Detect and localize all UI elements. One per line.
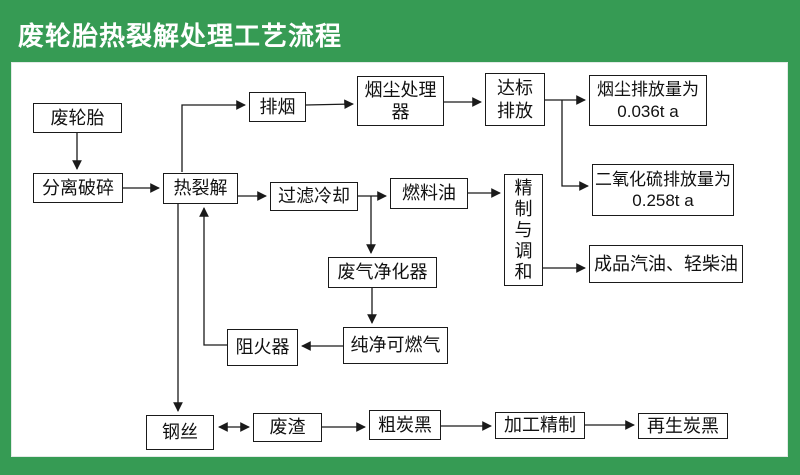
- node-filter-cooling: 过滤冷却: [270, 182, 358, 211]
- node-dust-processor-line2: 器: [391, 102, 410, 122]
- node-pyrolysis: 热裂解: [163, 173, 238, 204]
- node-waste-tire: 废轮胎: [33, 103, 122, 133]
- page-title: 废轮胎热裂解处理工艺流程: [18, 21, 343, 51]
- node-refine-blend-label: 精制与调和: [514, 177, 533, 282]
- node-standard-discharge-line1: 达标: [497, 78, 533, 98]
- node-regen-carbon-black: 再生炭黑: [638, 413, 728, 439]
- node-dust-emission-value: 0.036t a: [617, 101, 679, 121]
- node-so2-emission-label: 二氧化硫排放量为: [595, 169, 731, 189]
- node-crude-carbon-black: 粗炭黑: [369, 410, 441, 440]
- node-so2-emission: 二氧化硫排放量为 0.258t a: [592, 164, 734, 216]
- node-dust-emission: 烟尘排放量为 0.036t a: [589, 75, 707, 126]
- node-steel-wire: 钢丝: [146, 415, 214, 450]
- node-flame-arrester: 阻火器: [227, 329, 298, 366]
- node-waste-residue: 废渣: [253, 413, 322, 442]
- node-gas-purifier: 废气净化器: [328, 257, 437, 288]
- node-dust-emission-label: 烟尘排放量为: [597, 80, 699, 100]
- node-so2-emission-value: 0.258t a: [632, 191, 694, 210]
- node-standard-discharge-line2: 排放: [497, 100, 533, 121]
- node-separate-crush: 分离破碎: [33, 173, 123, 203]
- node-pure-gas: 纯净可燃气: [343, 327, 448, 364]
- node-process-refine: 加工精制: [495, 412, 585, 439]
- node-dust-processor: 烟尘处理 器: [357, 76, 444, 126]
- node-finished-oil: 成品汽油、轻柴油: [589, 245, 743, 283]
- node-refine-blend: 精制与调和: [504, 174, 543, 286]
- node-dust-processor-line1: 烟尘处理: [364, 79, 437, 100]
- node-standard-discharge: 达标 排放: [485, 73, 545, 126]
- node-smoke-exhaust: 排烟: [249, 92, 306, 122]
- node-fuel-oil: 燃料油: [390, 178, 468, 209]
